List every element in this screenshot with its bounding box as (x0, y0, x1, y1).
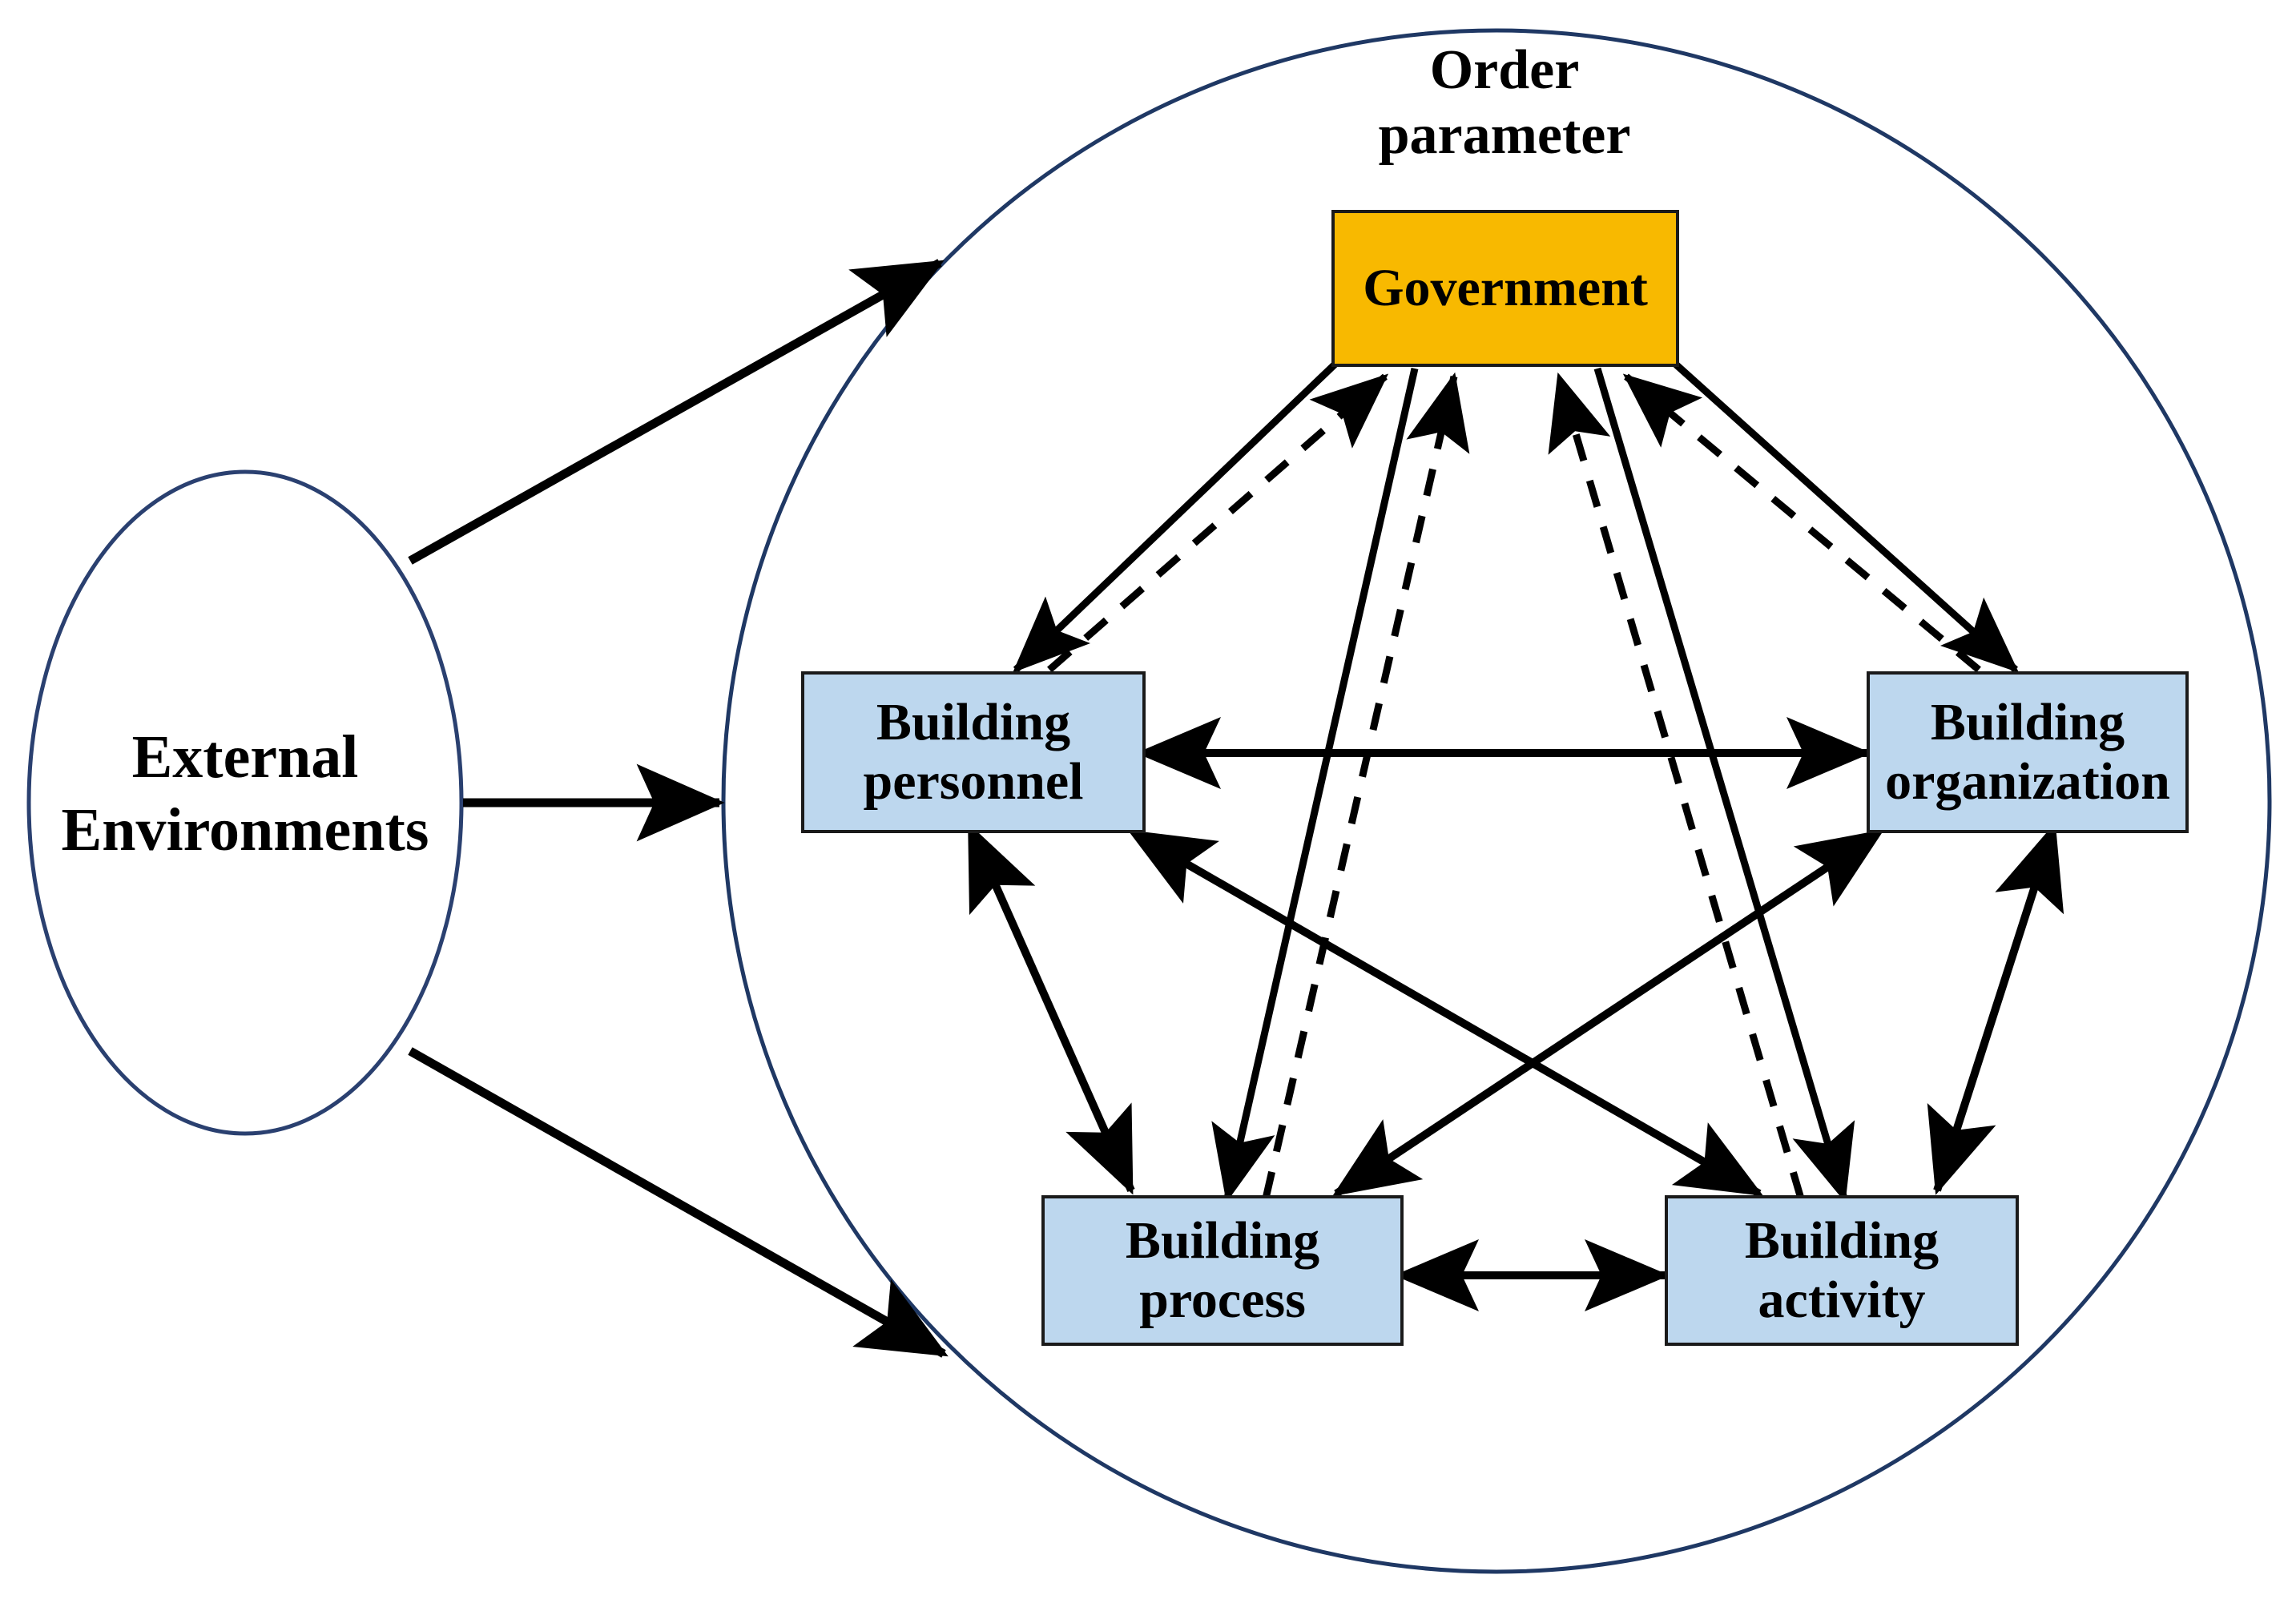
node-building-personnel[interactable]: Building personnel (801, 671, 1146, 833)
edge-external-to-boundary-top (408, 259, 945, 565)
node-building-process-label: Building process (1125, 1211, 1320, 1329)
edge-government-to-activity (1593, 367, 1855, 1203)
edge-personnel-to-government-dashed (1047, 373, 1389, 673)
edge-organization-process (1332, 829, 1884, 1198)
edge-personnel-activity (1127, 830, 1764, 1198)
edge-organization-activity (1927, 822, 2064, 1195)
node-government[interactable]: Government (1331, 210, 1679, 367)
node-building-activity[interactable]: Building activity (1665, 1195, 2019, 1346)
node-building-organization[interactable]: Building organization (1867, 671, 2189, 833)
edge-government-to-process (1211, 368, 1419, 1203)
external-environments-label: External Environments (61, 723, 429, 864)
edge-process-to-government-dashed (1262, 372, 1470, 1200)
node-building-organization-label: Building organization (1885, 693, 2170, 811)
node-building-activity-label: Building activity (1744, 1211, 1940, 1329)
edge-personnel-process (968, 823, 1135, 1195)
node-building-personnel-label: Building personnel (863, 693, 1084, 811)
external-environments-ellipse (26, 469, 464, 1136)
node-government-label: Government (1363, 259, 1648, 318)
edge-external-to-boundary-bottom (408, 1047, 949, 1358)
edge-government-to-personnel (1013, 361, 1338, 673)
edge-activity-to-government-dashed (1548, 372, 1805, 1200)
edge-organization-to-government-dashed (1622, 373, 1981, 673)
node-building-process[interactable]: Building process (1041, 1195, 1404, 1346)
order-parameter-label: Order parameter (1378, 39, 1631, 166)
edge-government-to-organization (1673, 361, 2020, 673)
